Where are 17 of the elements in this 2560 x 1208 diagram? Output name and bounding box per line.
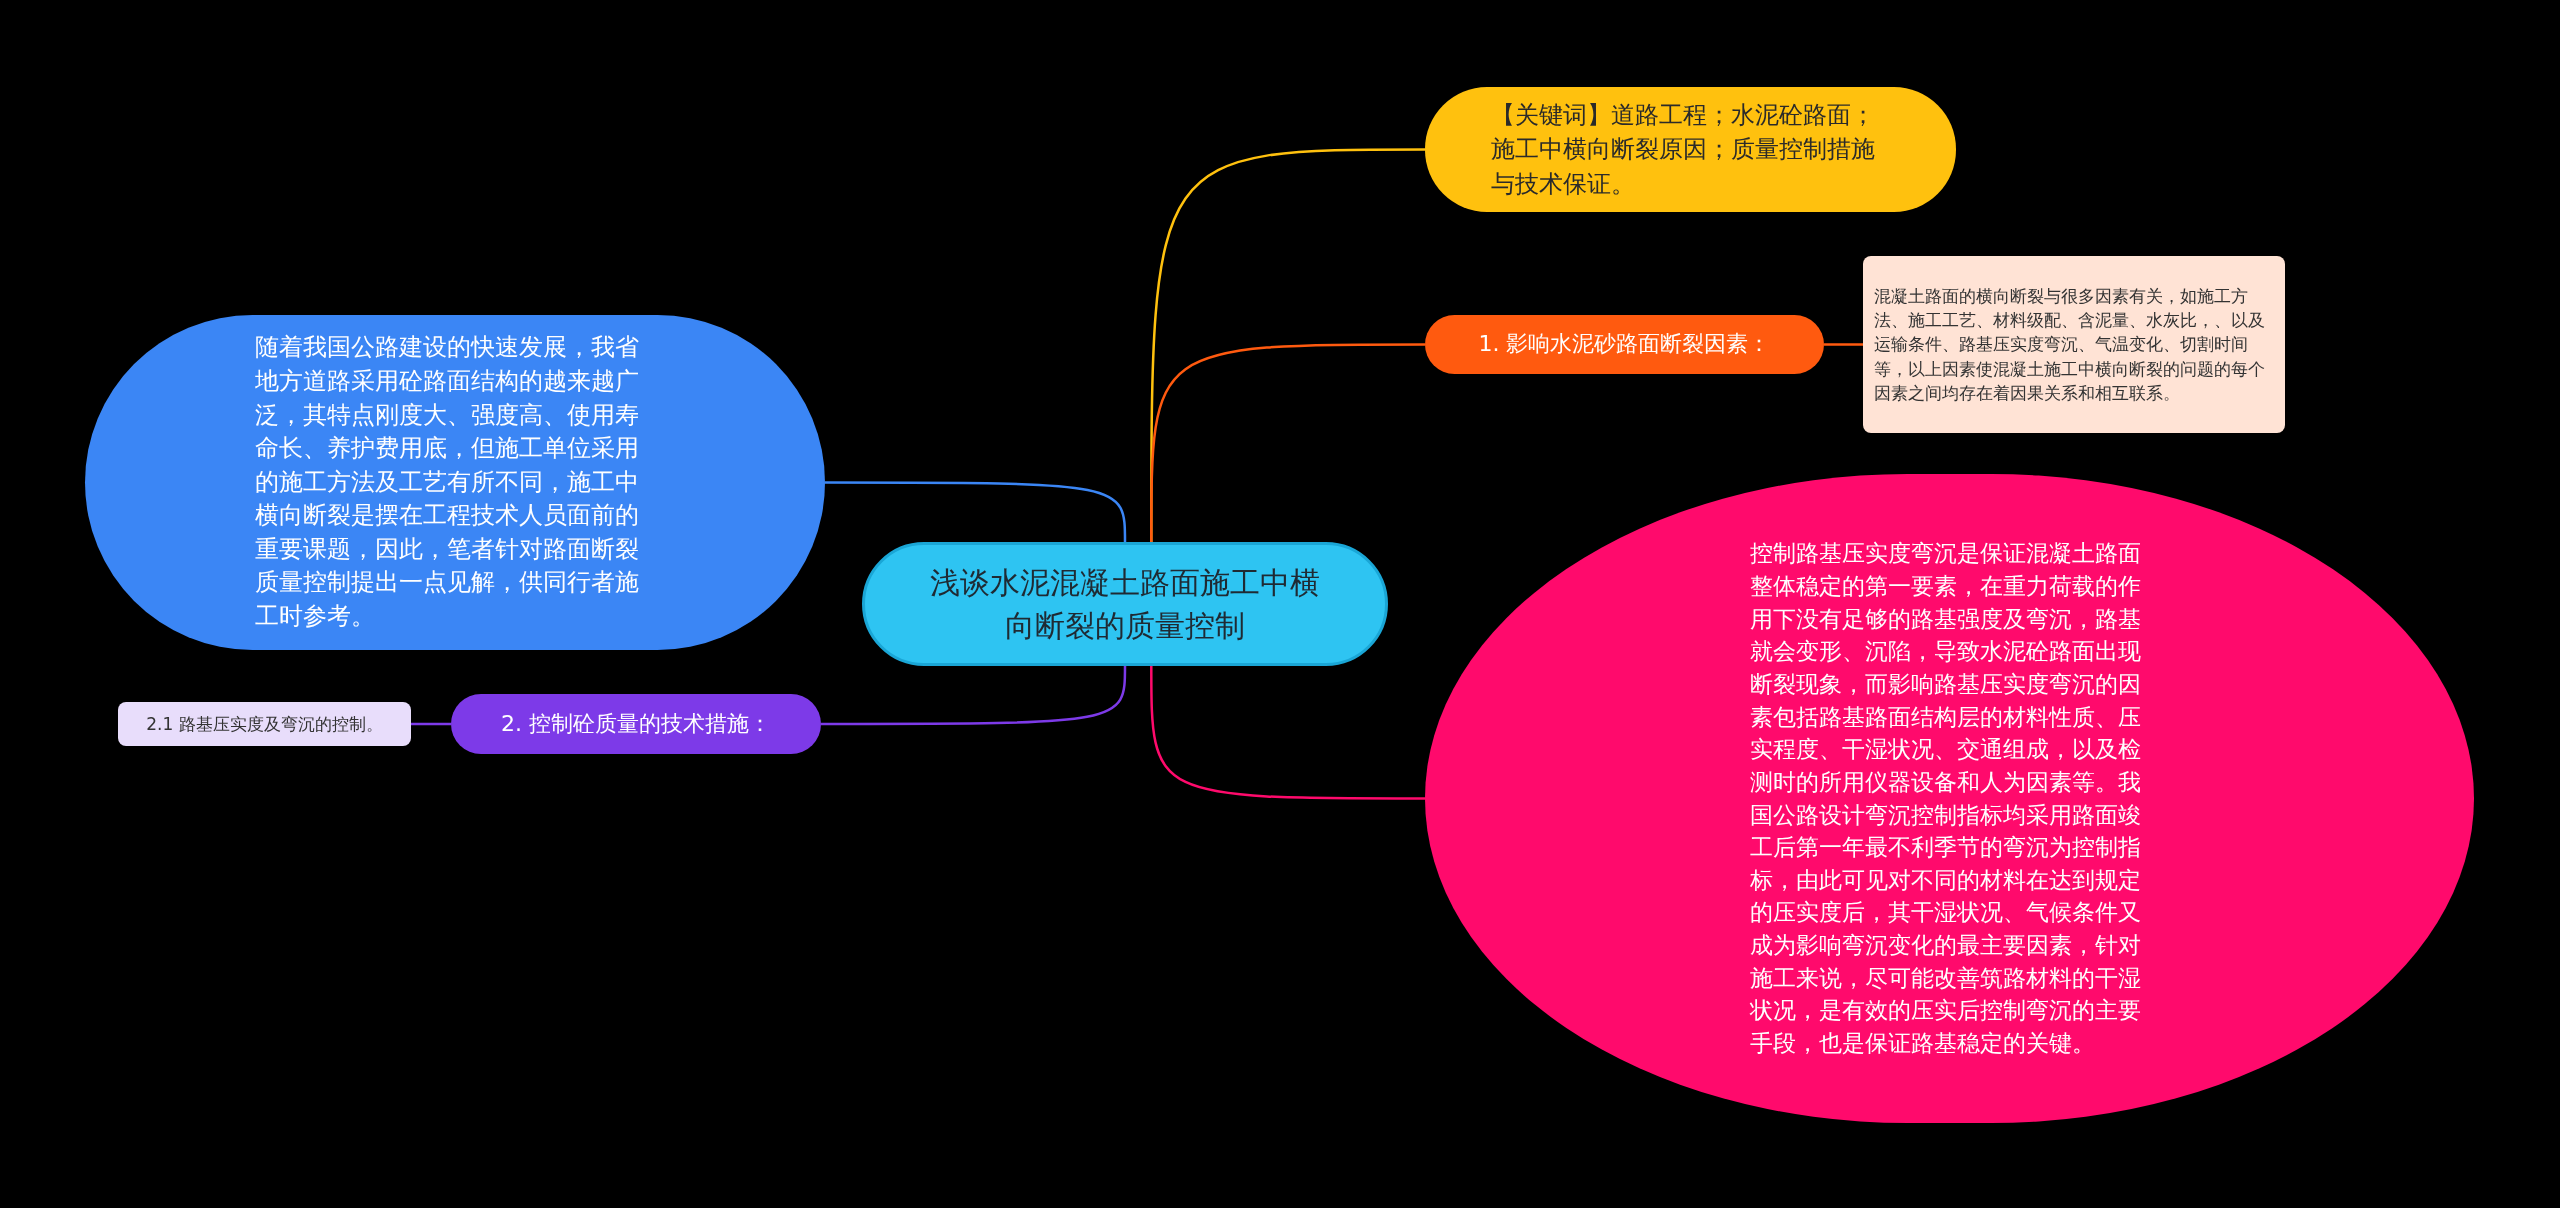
topic-title: 浅谈水泥混凝土路面施工中横向断裂的质量控制 xyxy=(929,563,1321,645)
connector-line xyxy=(821,666,1127,726)
branch-title: 1. 影响水泥砂路面断裂因素： xyxy=(1478,330,1771,359)
connector-line xyxy=(825,481,1127,542)
branch-bubble xyxy=(451,694,821,754)
detail-text: 控制路基压实度弯沉是保证混凝土路面整体稳定的第一要素，在重力荷载的作用下没有足够的路基强度及弯沉，路基就会变形、沉陷，导致水泥砼路面出现断裂现象，而影响路基压实度弯沉的因素包括路基路面结构层的材料性质、压实程度、干湿状况、交通组成，以及检测时的所用仪器设备和人为因素等。我国公路设计弯沉控制指标均采用路面竣工后第一年最不利季节的弯沉为控制指标，由此可见对不同的材料在达到规定的压实度后，其干湿状况、气候条件又成为影响弯沉变化的最主要因素，针对施工来说，尽可能改善筑路材料的干湿状况，是有效的压实后控制弯沉的主要手段，也是保证路基稳定的关键。 xyxy=(1749,539,2142,1059)
detail-text: 2.1 路基压实度及弯沉的控制。 xyxy=(146,712,383,736)
detail-card xyxy=(118,702,411,746)
detail-card xyxy=(1863,256,2285,433)
connector-line xyxy=(1824,343,1863,346)
connector-line xyxy=(411,722,451,726)
connector-line xyxy=(1150,666,1425,800)
keywords-text: 【关键词】道路工程；水泥砼路面；施工中横向断裂原因；质量控制措施与技术保证。 xyxy=(1490,100,1876,200)
intro-text: 随着我国公路建设的快速发展，我省地方道路采用砼路面结构的越来越广泛，其特点刚度大、强度高、使用寿命长、养护费用底，但施工单位采用的施工方法及工艺有所不同，施工中横向断裂是摆在工程技术人员面前的重要课题，因此，笔者针对路面断裂质量控制提出一点见解，供同行者施工时参考。 xyxy=(255,332,640,633)
connector-line xyxy=(1150,343,1425,542)
branch-title: 2. 控制砼质量的技术措施： xyxy=(501,709,771,738)
detail-text: 混凝土路面的横向断裂与很多因素有关，如施工方法、施工工艺、材料级配、含泥量、水灰比，、以及运输条件、路基压实度弯沉、气温变化、切割时间等，以上因素使混凝土施工中横向断裂的问题的每个因素之间均存在着因果关系和相互联系。 xyxy=(1874,285,2266,405)
